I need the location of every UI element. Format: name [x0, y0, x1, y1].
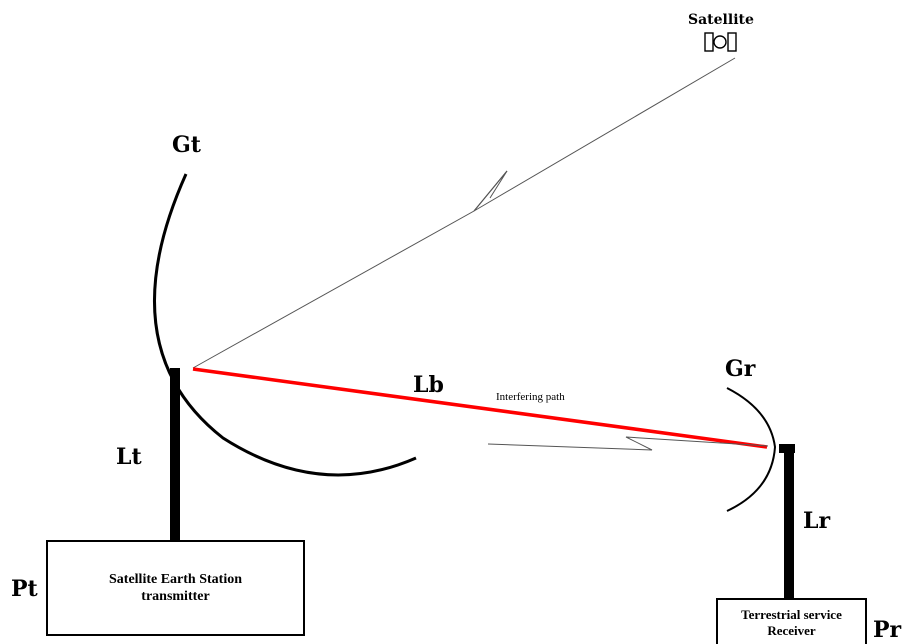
transmitter-line1: Satellite Earth Station [109, 571, 242, 587]
lr-label: Lr [803, 508, 831, 534]
interfering-path-label: Interfering path [496, 391, 565, 403]
satellite-link-line [192, 57, 736, 369]
receive-mast [784, 448, 794, 598]
gr-label: Gr [725, 356, 756, 382]
pt-label: Pt [11, 576, 38, 602]
receiver-line1: Terrestrial service [741, 606, 842, 622]
transmitter-box: Satellite Earth Station transmitter [46, 540, 305, 636]
receiver-line2: Receiver [767, 623, 816, 638]
receiver-box: Terrestrial service Receiver [716, 598, 867, 644]
transmitter-line2: transmitter [141, 589, 210, 604]
pr-label: Pr [873, 617, 902, 643]
lt-label: Lt [116, 444, 142, 470]
interference-zigzag [487, 436, 769, 451]
lb-label: Lb [413, 372, 444, 398]
interfering-path-line [192, 367, 768, 449]
transmit-dish [153, 173, 417, 477]
transmit-mast [170, 368, 180, 543]
satellite-link-zigzag [473, 170, 508, 212]
satellite-icon [704, 32, 737, 52]
gt-label: Gt [172, 132, 201, 158]
receive-dish [726, 387, 777, 512]
satellite-label: Satellite [688, 12, 754, 28]
